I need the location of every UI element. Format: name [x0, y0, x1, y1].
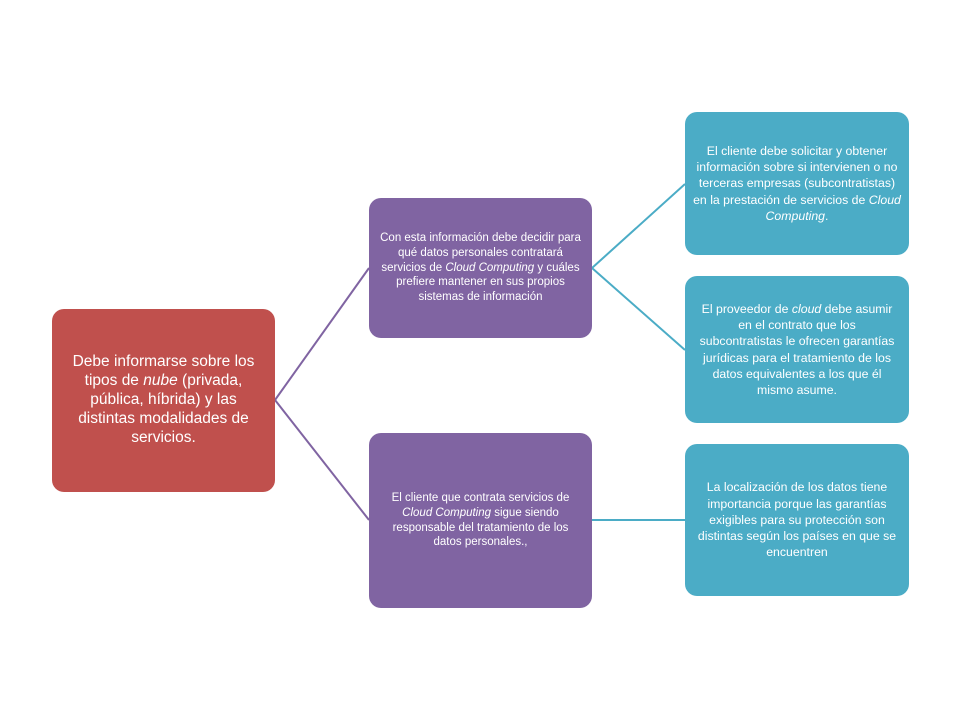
- leaf-node-subcontractors-info: El cliente debe solicitar y obtener info…: [685, 112, 909, 255]
- root-text-emphasis: nube: [143, 372, 178, 390]
- connector-root-to-branch1: [274, 267, 370, 401]
- root-node-text: Debe informarse sobre los tipos de nube …: [64, 353, 263, 448]
- connector-root-to-branch2: [274, 399, 370, 521]
- root-text-post: (privada, pública, híbrida) y las distin…: [78, 372, 249, 446]
- leaf1-text-emphasis: Cloud Computing: [765, 192, 901, 223]
- leaf2-text: El proveedor de cloud debe asumir en el …: [697, 301, 897, 398]
- connector-branch1-to-leaf2: [591, 267, 686, 351]
- leaf3-text: La localización de los datos tiene impor…: [697, 480, 897, 560]
- branch1-text-post: y cuáles prefiere mantener en sus propio…: [396, 261, 580, 304]
- leaf2-text-emphasis: cloud: [791, 301, 822, 316]
- branch2-text: El cliente que contrata servicios de Clo…: [379, 491, 582, 551]
- leaf-node-data-location: La localización de los datos tiene impor…: [685, 444, 909, 596]
- connector-branch1-to-leaf1: [591, 183, 686, 269]
- leaf-node-provider-guarantees: El proveedor de cloud debe asumir en el …: [685, 276, 909, 423]
- leaf2-text-post: debe asumir en el contrato que los subco…: [699, 301, 895, 397]
- leaf2-text-pre: El proveedor de: [701, 301, 792, 316]
- root-node: Debe informarse sobre los tipos de nube …: [52, 309, 275, 492]
- branch2-text-post: sigue siendo responsable del tratamiento…: [392, 506, 569, 549]
- leaf1-text: El cliente debe solicitar y obtener info…: [691, 143, 903, 224]
- leaf1-text-post: .: [825, 208, 829, 223]
- branch1-text-pre: Con esta información debe decidir para q…: [380, 231, 581, 274]
- branch2-text-emphasis: Cloud Computing: [402, 506, 492, 519]
- branch1-text-emphasis: Cloud Computing: [445, 261, 535, 274]
- leaf1-text-pre: El cliente debe solicitar y obtener info…: [693, 143, 898, 207]
- root-text-pre: Debe informarse sobre los tipos de: [72, 353, 255, 390]
- branch1-text: Con esta información debe decidir para q…: [379, 231, 582, 306]
- branch2-text-pre: El cliente que contrata servicios de: [391, 491, 570, 504]
- branch-node-client-responsible: El cliente que contrata servicios de Clo…: [369, 433, 592, 608]
- branch-node-decide-data: Con esta información debe decidir para q…: [369, 198, 592, 338]
